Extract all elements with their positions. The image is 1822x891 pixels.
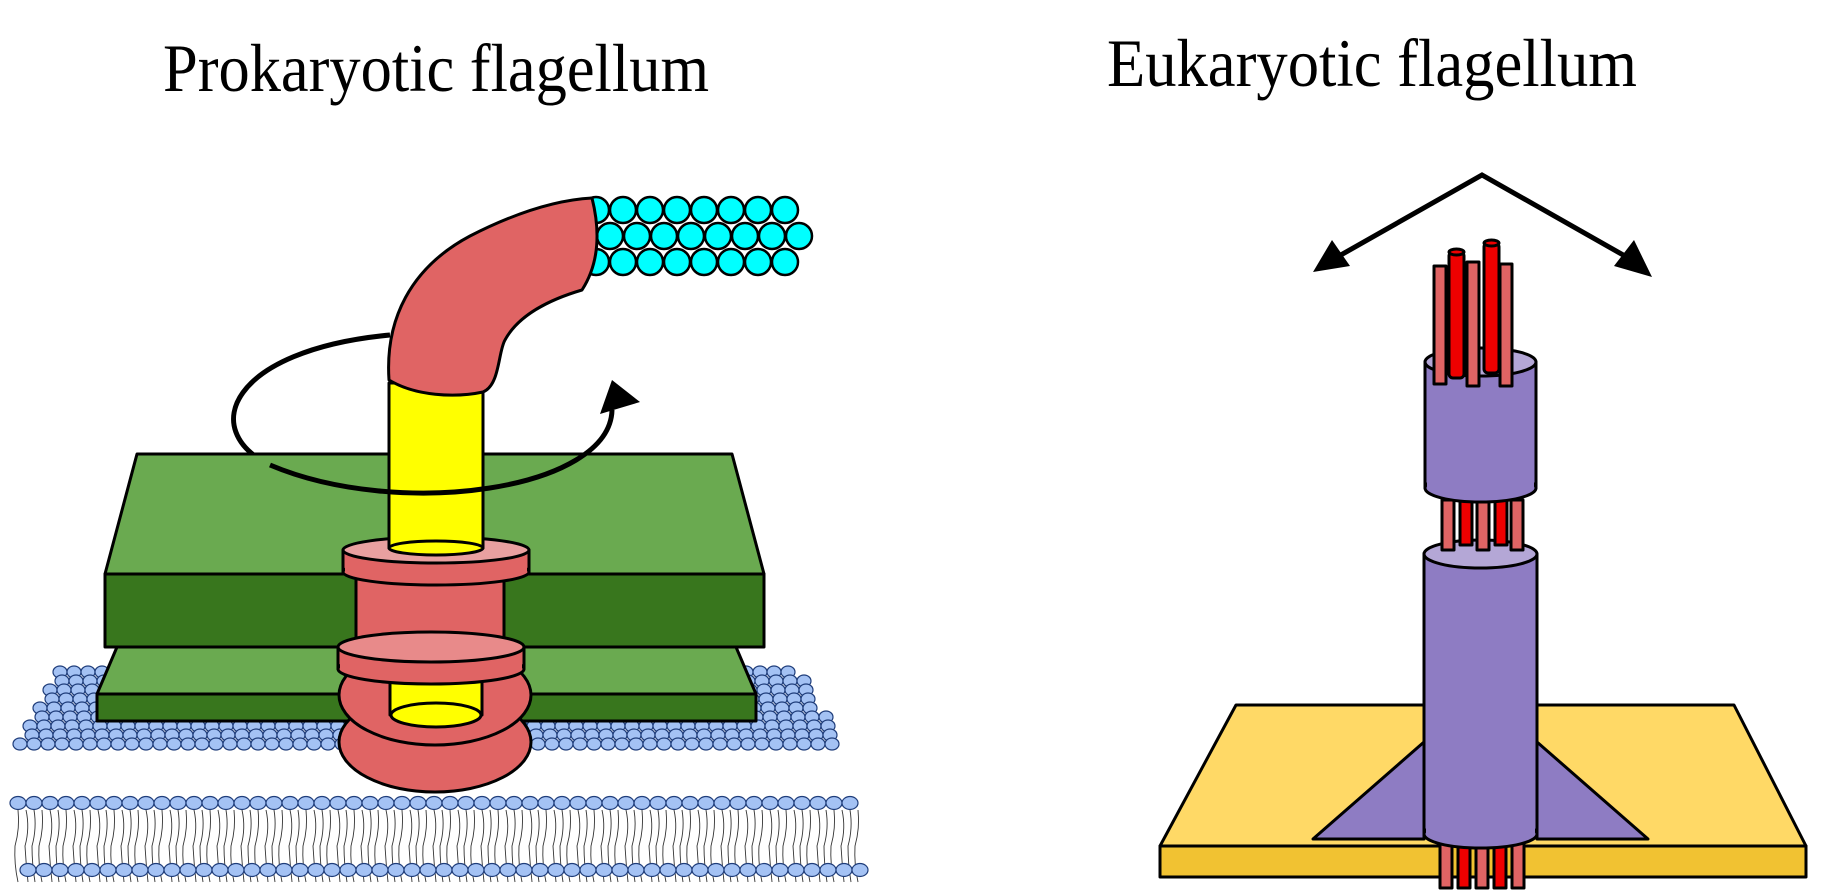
beating-arrow-head-right (1614, 240, 1652, 277)
eukaryotic-flagellum (1158, 172, 1808, 890)
transition-zone-microtubules (1440, 498, 1525, 552)
beating-arrow-head-left (1313, 240, 1350, 272)
flagellar-hook (387, 196, 599, 397)
eukaryotic-flagellum-title: Eukaryotic flagellum (1107, 25, 1637, 101)
rotation-arrow-head (600, 380, 640, 414)
ms-ring-hole (389, 701, 483, 729)
flagellar-rod-bottom (387, 539, 485, 557)
axoneme-microtubules (1432, 238, 1514, 388)
rotation-arrow-front (269, 409, 615, 496)
flagellar-rod (387, 381, 485, 550)
beating-arrows (1330, 172, 1634, 263)
prokaryotic-flagellum-title: Prokaryotic flagellum (163, 30, 709, 106)
flagellin-filament (581, 195, 814, 277)
rotation-arrow-back (231, 332, 391, 468)
prokaryotic-flagellum (9, 195, 869, 883)
l-ring-top (336, 630, 526, 664)
